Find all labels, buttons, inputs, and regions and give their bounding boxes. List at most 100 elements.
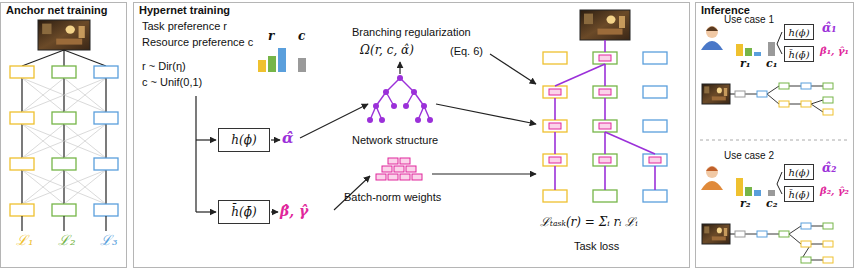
- loss-label: ℒₜₐₛₖ(r) = Σᵢ rᵢ ℒᵢ: [540, 216, 638, 230]
- layer-box: [823, 97, 833, 103]
- layer-box: [543, 190, 567, 202]
- layer-box: [593, 120, 617, 132]
- line: [195, 96, 196, 212]
- tree-icon: [421, 103, 427, 109]
- input-image: [702, 224, 730, 244]
- annotation: α̂₂: [822, 162, 837, 176]
- line: [21, 124, 22, 158]
- line: [64, 124, 106, 158]
- annotation: Branching regularization: [352, 26, 471, 39]
- batchnorm-cell: [599, 123, 611, 129]
- layer-box: [735, 91, 745, 97]
- layer-box: [52, 158, 76, 170]
- line: [22, 78, 106, 112]
- line: [22, 170, 106, 204]
- preference-bar: [754, 52, 761, 56]
- line: [745, 234, 757, 235]
- annotation: c₂: [766, 198, 778, 211]
- annotation: c ~ Unif(0,1): [142, 76, 202, 89]
- layer-box: [823, 109, 833, 115]
- annotation: r: [268, 30, 274, 44]
- batchnorm-icon: [400, 174, 410, 180]
- layer-box: [801, 241, 811, 247]
- line: [105, 170, 106, 204]
- tree-icon: [383, 89, 389, 95]
- batchnorm-icon: [406, 166, 416, 172]
- input-image: [38, 20, 90, 50]
- layer-box: [94, 158, 118, 170]
- layer-box: [779, 231, 789, 237]
- panel: Anchor net training: [0, 2, 127, 268]
- layer-box: [593, 190, 617, 202]
- line: [777, 184, 782, 194]
- line: [777, 32, 782, 44]
- line: [811, 86, 823, 87]
- tree-icon: [379, 117, 385, 123]
- annotation: (Eq. 6): [450, 45, 483, 58]
- selected-path: [604, 98, 606, 120]
- batchnorm-cell: [599, 55, 611, 61]
- line: [777, 44, 782, 54]
- line: [271, 211, 278, 212]
- selected-path: [554, 166, 556, 190]
- layer-box: [735, 231, 745, 237]
- layer-box: [823, 83, 833, 89]
- line: [22, 124, 64, 158]
- box-label: h(ϕ): [231, 133, 256, 147]
- layer-box: [823, 223, 833, 229]
- tree-icon: [403, 103, 409, 109]
- tree-icon: [397, 75, 403, 81]
- line: [63, 50, 64, 66]
- batchnorm-cell: [599, 89, 611, 95]
- layer-box: [801, 223, 811, 229]
- line: [196, 139, 216, 140]
- line: [300, 104, 368, 138]
- loss-label: ℒ₃: [100, 232, 118, 248]
- line: [21, 216, 22, 231]
- line: [22, 78, 64, 112]
- layer-box: [823, 257, 833, 263]
- tree-icon: [415, 117, 421, 123]
- layer-box: [543, 154, 567, 166]
- selected-path: [555, 64, 605, 86]
- annotation: β̂₁, γ̂₁: [820, 45, 849, 57]
- batchnorm-icon: [394, 166, 404, 172]
- layer-box: [779, 101, 789, 107]
- hypernet-box: h̄(ϕ̄): [784, 46, 814, 62]
- preference-bar: [768, 42, 775, 56]
- tree-icon: [411, 89, 417, 95]
- line: [789, 104, 801, 105]
- line: [21, 78, 22, 112]
- preference-bar: [768, 190, 775, 196]
- batchnorm-cell: [549, 123, 561, 129]
- layer-box: [94, 204, 118, 216]
- annotation: c: [298, 30, 305, 44]
- annotation: Network structure: [352, 134, 438, 147]
- line: [64, 78, 106, 112]
- input-image: [580, 10, 630, 40]
- line: [811, 260, 823, 261]
- line: [777, 172, 782, 184]
- line: [767, 86, 779, 94]
- box-label: h(ϕ): [788, 167, 809, 178]
- preference-bar: [754, 190, 761, 196]
- line: [811, 104, 823, 112]
- line: [64, 170, 106, 204]
- line: [730, 94, 735, 95]
- preference-bar: [298, 58, 306, 72]
- panel-heading: Anchor net training: [6, 4, 107, 16]
- line: [730, 234, 735, 235]
- annotation: α̂₁: [822, 22, 837, 36]
- line: [105, 124, 106, 158]
- line: [22, 170, 64, 204]
- line: [63, 216, 64, 231]
- loss-label: ℒ₂: [58, 232, 76, 248]
- line: [22, 170, 106, 204]
- annotation: β̂₂, γ̂₂: [820, 185, 849, 197]
- layer-box: [593, 86, 617, 98]
- input-image: [702, 84, 730, 104]
- user-icon: [701, 166, 723, 190]
- preference-bar: [278, 48, 286, 72]
- layer-box: [643, 154, 667, 166]
